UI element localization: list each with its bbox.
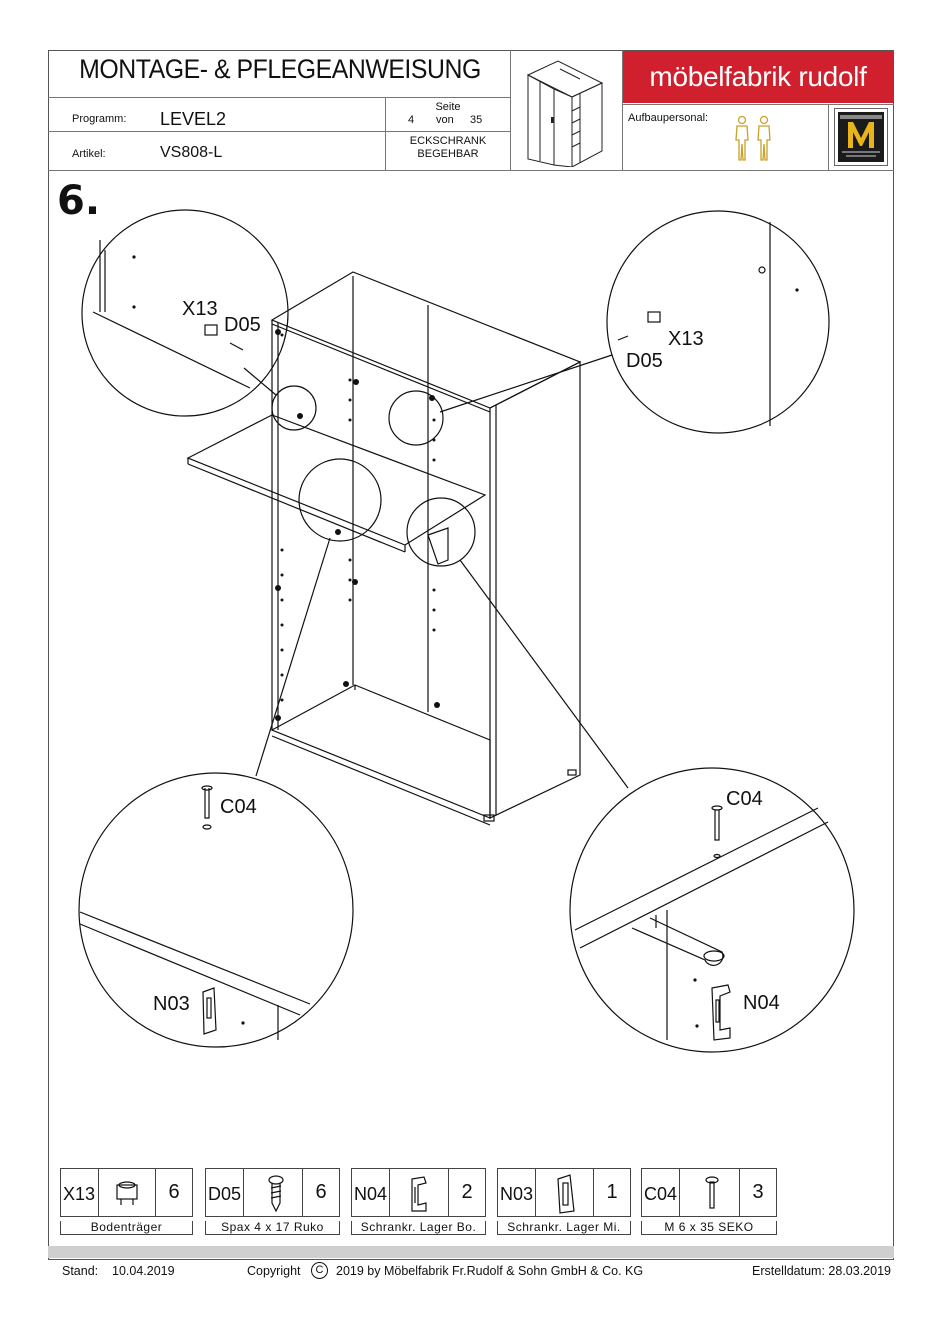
callout-n04-br: N04	[743, 992, 780, 1014]
part-divider	[243, 1169, 244, 1216]
callout-c04-br: C04	[726, 788, 763, 810]
part-qty: 6	[155, 1169, 192, 1216]
part-code: N03	[500, 1184, 534, 1204]
rail-bracket-middle-icon	[557, 1174, 575, 1214]
callout-c04-bl: C04	[220, 796, 257, 818]
creation-date: Erstelldatum: 28.03.2019	[752, 1264, 891, 1278]
aufbau-label: Aufbaupersonal:	[628, 112, 709, 124]
part-divider	[535, 1169, 536, 1216]
header-divider	[622, 50, 623, 170]
shelf-support-icon	[116, 1181, 138, 1205]
two-person-icon	[735, 115, 771, 161]
page-of: von	[436, 114, 454, 126]
part-code: N04	[354, 1184, 388, 1204]
seite-label: Seite	[435, 101, 461, 113]
part-x13: X13 6	[60, 1168, 193, 1217]
part-qty: 3	[739, 1169, 776, 1216]
page-frame	[48, 50, 894, 1260]
header-divider	[48, 97, 510, 98]
part-qty: 2	[448, 1169, 485, 1216]
page-current: 4	[408, 114, 415, 126]
part-desc: M 6 x 35 SEKO	[641, 1221, 777, 1235]
product-line1: ECKSCHRANK	[409, 135, 487, 147]
assembly-illustration	[78, 209, 855, 1053]
callout-x13-tr: X13	[668, 328, 704, 350]
programm-label: Programm:	[72, 113, 127, 125]
copyright-icon: C	[311, 1262, 328, 1279]
part-code: C04	[644, 1184, 678, 1204]
part-code: X13	[63, 1184, 96, 1204]
header-divider	[48, 131, 510, 132]
document-title: MONTAGE- & PFLEGEANWEISUNG	[79, 54, 481, 84]
part-n03: N03 1	[497, 1168, 631, 1217]
part-n04: N04 2	[351, 1168, 486, 1217]
part-qty: 6	[302, 1169, 339, 1216]
header-divider	[623, 104, 894, 105]
artikel-value: VS808-L	[160, 144, 223, 161]
part-code: D05	[208, 1184, 242, 1204]
part-d05: D05 6	[205, 1168, 340, 1217]
part-divider	[679, 1169, 680, 1216]
header-divider	[828, 104, 829, 170]
rail-bracket-bottom-icon	[411, 1176, 427, 1212]
quality-seal-icon	[834, 108, 888, 166]
step-number: 6.	[57, 178, 101, 224]
stand-date: 10.04.2019	[112, 1264, 175, 1278]
part-divider	[98, 1169, 99, 1216]
header-divider	[510, 50, 511, 170]
callout-d05-tr: D05	[626, 350, 663, 372]
header-bottom-border	[48, 170, 894, 171]
screw-icon	[268, 1175, 284, 1213]
part-desc: Spax 4 x 17 Ruko	[205, 1221, 340, 1235]
part-desc: Bodenträger	[60, 1221, 193, 1235]
part-qty: 1	[593, 1169, 630, 1216]
product-line2: BEGEHBAR	[417, 148, 479, 160]
artikel-label: Artikel:	[72, 148, 106, 160]
part-divider	[389, 1169, 390, 1216]
brand-logo: möbelfabrik rudolf	[623, 51, 893, 103]
callout-n03-bl: N03	[153, 993, 190, 1015]
header-divider	[385, 97, 386, 170]
copyright-word: Copyright	[247, 1264, 301, 1278]
bolt-icon	[705, 1176, 719, 1209]
cabinet-thumbnail	[526, 60, 604, 167]
part-desc: Schrankr. Lager Bo.	[351, 1221, 486, 1235]
part-desc: Schrankr. Lager Mi.	[497, 1221, 631, 1235]
stand-label: Stand:	[62, 1264, 99, 1278]
programm-value: LEVEL2	[160, 109, 227, 129]
copyright-text: 2019 by Möbelfabrik Fr.Rudolf & Sohn Gmb…	[336, 1264, 644, 1278]
part-c04: C04 3	[641, 1168, 777, 1217]
footer-bar	[48, 1246, 894, 1258]
callout-x13-tl: X13	[182, 298, 218, 320]
callout-d05-tl: D05	[224, 314, 261, 336]
page-total: 35	[470, 114, 483, 126]
